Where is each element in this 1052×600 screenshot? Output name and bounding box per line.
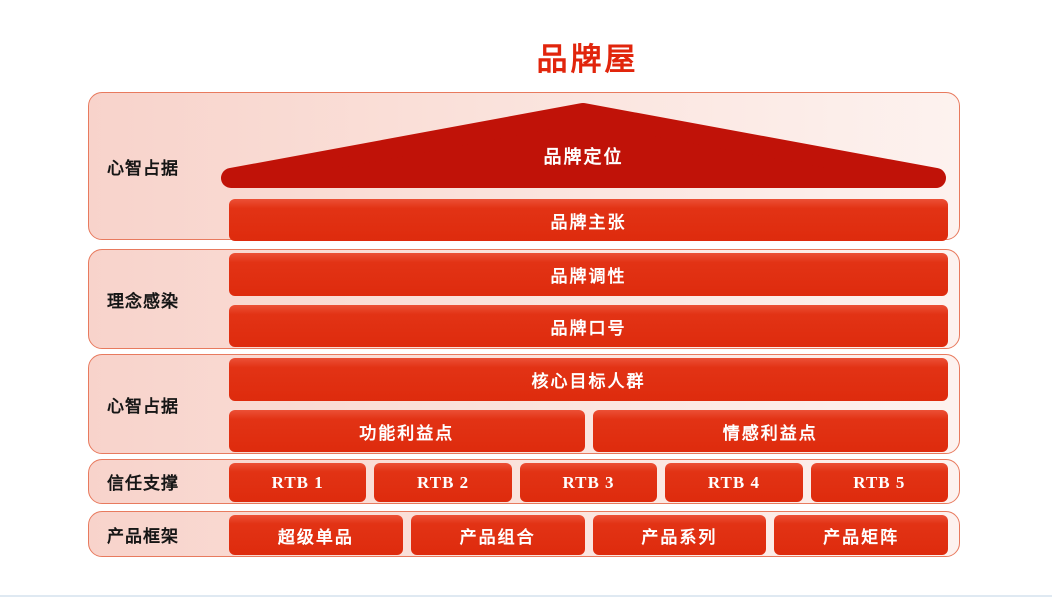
page-title: 品牌屋 — [536, 42, 639, 77]
bar-product-portfolio: 产品组合 — [410, 515, 585, 555]
row-brand-tonality: 品牌调性 — [229, 253, 948, 296]
bar-emotional-benefits: 情感利益点 — [592, 410, 948, 452]
roof-label-brand-positioning: 品牌定位 — [543, 147, 624, 167]
bar-brand-slogan: 品牌口号 — [229, 305, 948, 347]
section-label-mind-occupation-top: 心智占据 — [107, 158, 179, 178]
bar-product-series: 产品系列 — [592, 515, 767, 555]
section-product-framework: 产品框架 超级单品 产品组合 产品系列 产品矩阵 — [88, 511, 960, 557]
bar-super-single-product: 超级单品 — [229, 515, 403, 555]
row-core-target-audience: 核心目标人群 — [229, 358, 948, 401]
bar-core-target-audience: 核心目标人群 — [229, 358, 948, 401]
bar-rtb-2: RTB 2 — [374, 463, 512, 502]
section-label-mind-occupation-mid: 心智占据 — [107, 396, 179, 416]
section-mind-occupation-mid: 心智占据 核心目标人群 功能利益点 情感利益点 — [88, 354, 960, 454]
row-rtb: RTB 1 RTB 2 RTB 3 RTB 4 RTB 5 — [229, 463, 949, 502]
row-benefit-points: 功能利益点 情感利益点 — [229, 410, 948, 452]
bar-brand-proposition: 品牌主张 — [229, 199, 948, 241]
section-label-trust-support: 信任支撑 — [107, 474, 179, 493]
bar-rtb-3: RTB 3 — [519, 463, 658, 502]
bar-rtb-5: RTB 5 — [810, 463, 949, 502]
section-label-concept-infection: 理念感染 — [107, 291, 179, 311]
bar-brand-tonality: 品牌调性 — [229, 253, 948, 296]
bottom-divider — [0, 595, 1052, 597]
bar-rtb-4: RTB 4 — [665, 463, 803, 502]
bar-rtb-1: RTB 1 — [229, 463, 367, 502]
roof-triangle — [221, 103, 946, 188]
bar-product-matrix: 产品矩阵 — [774, 515, 948, 555]
row-products: 超级单品 产品组合 产品系列 产品矩阵 — [229, 515, 948, 555]
section-concept-infection: 理念感染 品牌调性 品牌口号 — [88, 249, 960, 349]
row-brand-proposition: 品牌主张 — [229, 199, 948, 241]
row-brand-slogan: 品牌口号 — [229, 305, 948, 347]
bar-functional-benefits: 功能利益点 — [229, 410, 585, 452]
section-trust-support: 信任支撑 RTB 1 RTB 2 RTB 3 RTB 4 RTB 5 — [88, 459, 960, 504]
section-label-product-framework: 产品框架 — [107, 526, 179, 546]
section-mind-occupation-top: 心智占据 品牌定位 品牌主张 — [88, 92, 960, 241]
